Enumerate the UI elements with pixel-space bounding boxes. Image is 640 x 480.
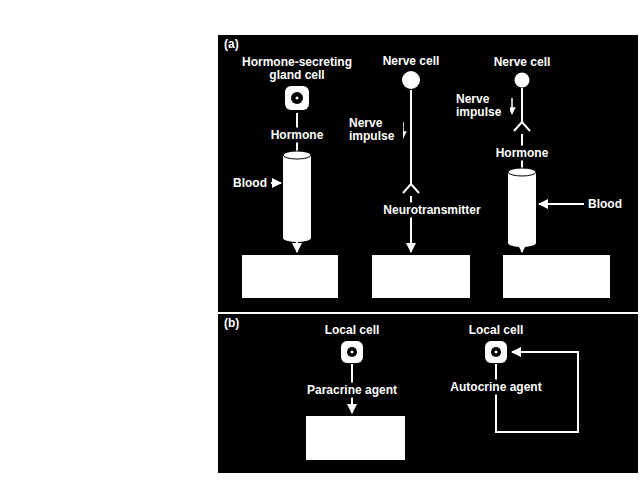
blood-vessel <box>508 239 536 247</box>
cell: Local cell <box>456 324 536 365</box>
blood-vessel <box>283 151 311 159</box>
cell: Nerve cell <box>482 56 562 89</box>
blood-vessel <box>283 234 311 242</box>
pathway-label: Autocrine agent <box>448 380 543 395</box>
cell-label: Local cell <box>325 324 380 337</box>
impulse-arrow <box>511 98 513 114</box>
blood-vessel <box>508 168 536 176</box>
blood-pointer <box>271 182 281 184</box>
target-cell <box>306 416 405 460</box>
target-cell <box>372 255 470 298</box>
cell-body <box>312 339 392 365</box>
axon <box>410 90 412 184</box>
axon <box>521 88 523 122</box>
pathway-label: Blood <box>231 176 269 191</box>
pathway-label: Paracrine agent <box>305 383 399 398</box>
hormone-path <box>296 241 298 252</box>
cell-body <box>482 71 562 89</box>
pathway-label: Nerve impulse <box>454 92 510 120</box>
cell-body <box>232 84 362 112</box>
pathway-label: Blood <box>586 197 624 212</box>
blood-vessel <box>508 172 536 243</box>
cell-label: Hormone-secreting gland cell <box>232 56 362 82</box>
cell-body <box>456 339 536 365</box>
target-cell <box>503 255 610 298</box>
cell: Nerve cell <box>371 55 451 90</box>
panel-letter: (b) <box>222 316 241 331</box>
panel-divider <box>218 312 638 314</box>
blood-vessels <box>283 151 536 247</box>
cell-label: Nerve cell <box>494 56 551 69</box>
axon-terminal <box>403 184 419 193</box>
axon-terminal <box>514 122 530 131</box>
panel <box>218 35 638 473</box>
target-cell <box>242 255 338 298</box>
panel-letter: (a) <box>222 37 241 52</box>
cell-body <box>371 70 451 90</box>
cell-label: Nerve cell <box>383 55 440 68</box>
blood-pointer <box>539 203 584 205</box>
pathway-label: Hormone <box>269 128 326 143</box>
pathway-label: Hormone <box>494 146 551 161</box>
blood-vessel <box>283 155 311 238</box>
pathway-label: Nerve impulse <box>347 116 403 144</box>
cell: Hormone-secreting gland cell <box>232 56 362 112</box>
target-cells <box>242 255 610 460</box>
pathway-label: Neurotransmitter <box>381 203 482 218</box>
cell-label: Local cell <box>469 324 524 337</box>
cell: Local cell <box>312 324 392 365</box>
